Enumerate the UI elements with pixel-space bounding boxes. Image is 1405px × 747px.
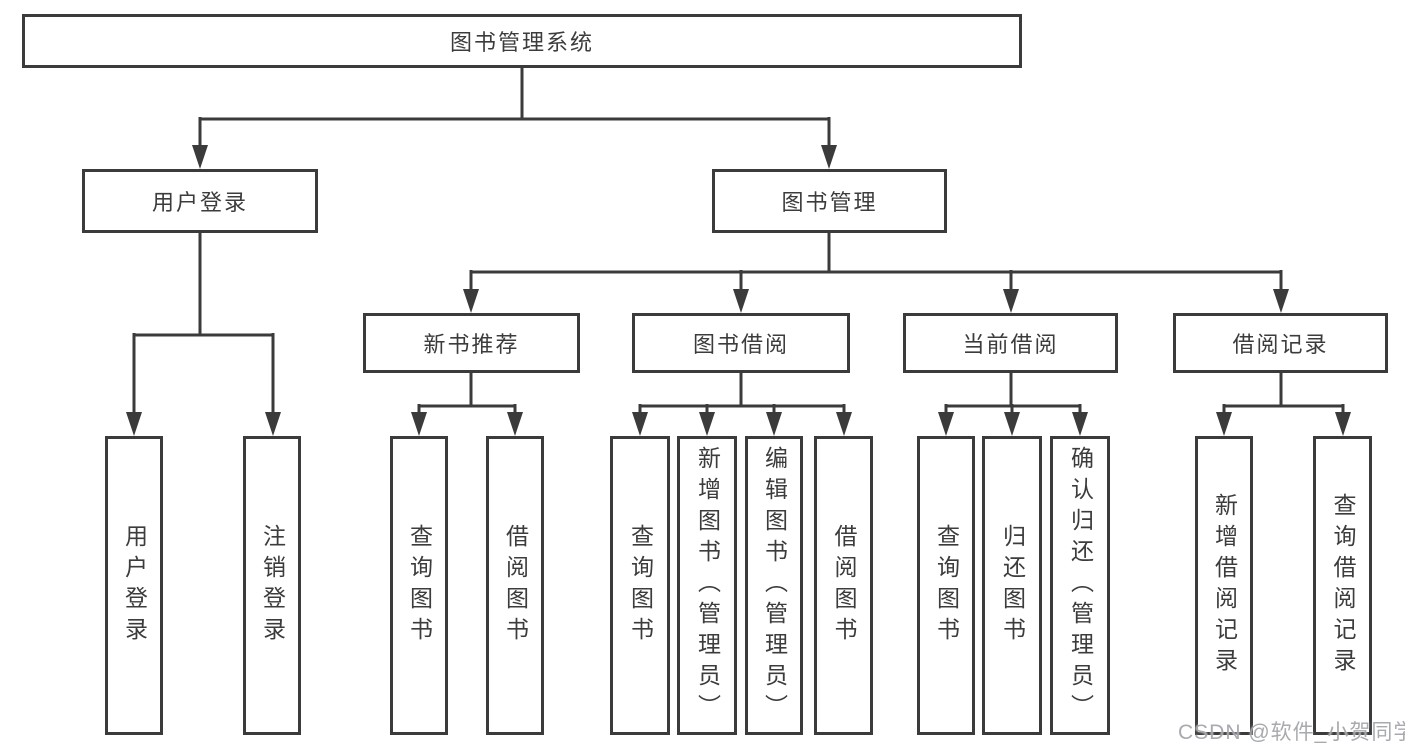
node-root-library-management-system: 图书管理系统 (22, 14, 1022, 68)
node-book-management: 图书管理 (712, 169, 947, 233)
leaf-user-login: 用户登录 (105, 436, 163, 735)
arrowheads-level3 (463, 289, 1289, 313)
leaf-borrow-books: 借阅图书 (814, 436, 873, 735)
leaf-add-borrow-record: 新增借阅记录 (1195, 436, 1253, 735)
node-user-login: 用户登录 (82, 169, 318, 233)
arrowheads-level2 (192, 145, 837, 169)
leaf-return-books: 归还图书 (982, 436, 1042, 735)
leaf-edit-books-admin: 编辑图书（管理员） (745, 436, 803, 735)
leaf-query-borrow-record: 查询借阅记录 (1313, 436, 1372, 735)
leaf-borrow-books-recommend: 借阅图书 (486, 436, 544, 735)
connector-root-to-level2 (198, 68, 831, 148)
arrowheads-leaves (411, 412, 1351, 436)
csdn-watermark: CSDN @软件_小贺同学 (1178, 721, 1405, 744)
leaf-add-books-admin: 新增图书（管理员） (677, 436, 737, 735)
node-new-book-recommendation: 新书推荐 (363, 313, 580, 373)
connector-leaf-groups (417, 373, 1345, 415)
leaf-logout: 注销登录 (243, 436, 301, 735)
leaf-query-books-borrowing: 查询图书 (610, 436, 670, 735)
connector-user-login-subtree (132, 233, 275, 415)
node-book-borrowing: 图书借阅 (632, 313, 850, 373)
leaf-confirm-return-admin: 确认归还（管理员） (1050, 436, 1110, 735)
node-current-borrowing: 当前借阅 (903, 313, 1118, 373)
leaf-query-books-recommend: 查询图书 (390, 436, 448, 735)
arrowheads-user-login-subtree (126, 412, 281, 436)
leaf-query-books-current: 查询图书 (917, 436, 975, 735)
node-borrowing-records: 借阅记录 (1173, 313, 1388, 373)
connector-book-management-subtree (469, 233, 1283, 292)
